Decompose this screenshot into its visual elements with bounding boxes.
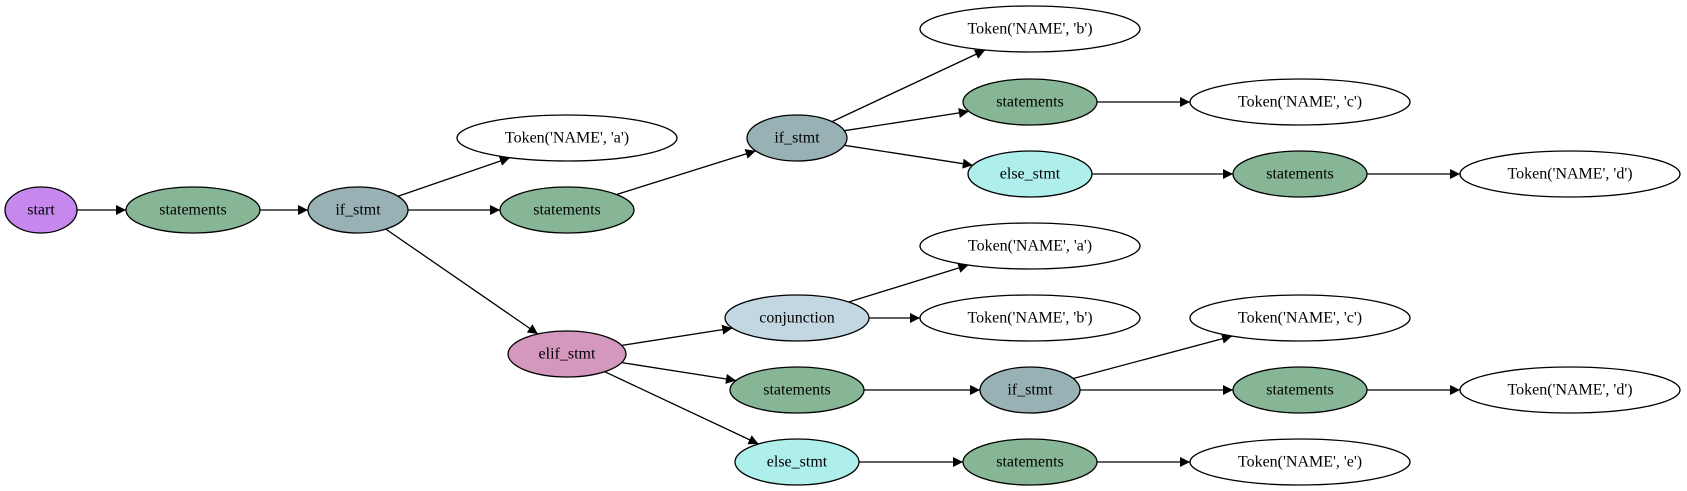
node-statements: statements xyxy=(125,186,261,234)
node-label: start xyxy=(27,202,55,219)
node-label: Token('NAME', 'b') xyxy=(967,310,1092,327)
node-token: Token('NAME', 'd') xyxy=(1459,366,1681,414)
node-ellipse xyxy=(125,186,261,234)
node-label: Token('NAME', 'a') xyxy=(968,238,1092,255)
node-token: Token('NAME', 'b') xyxy=(919,294,1141,342)
node-statements: statements xyxy=(1232,366,1368,414)
node-if-stmt: if_stmt xyxy=(307,186,409,234)
node-ellipse xyxy=(919,5,1141,53)
edge-n_conj-to-n_tok_a2 xyxy=(848,263,969,303)
edge-n_elif-to-n_stmts5 xyxy=(621,361,737,384)
node-ellipse xyxy=(1232,366,1368,414)
node-label: if_stmt xyxy=(774,130,820,147)
node-ellipse xyxy=(1459,150,1681,198)
edge-n_if2-to-n_tok_b1 xyxy=(831,49,986,123)
edge-n_if2-to-n_stmts3 xyxy=(844,107,969,132)
node-ellipse xyxy=(1459,366,1681,414)
node-ellipse xyxy=(507,330,627,378)
node-ellipse xyxy=(919,294,1141,342)
node-ellipse xyxy=(729,366,865,414)
node-label: statements xyxy=(996,454,1064,471)
edge-n_if2-to-n_else1 xyxy=(844,144,973,169)
node-ellipse xyxy=(967,150,1093,198)
node-token: Token('NAME', 'e') xyxy=(1189,438,1411,486)
node-label: Token('NAME', 'c') xyxy=(1238,94,1362,111)
edge-n_elif-to-n_else2 xyxy=(604,371,759,445)
node-ellipse xyxy=(456,114,678,162)
node-label: if_stmt xyxy=(335,202,381,219)
node-else-stmt: else_stmt xyxy=(734,438,860,486)
node-ellipse xyxy=(1232,150,1368,198)
node-label: else_stmt xyxy=(1000,166,1061,183)
node-statements: statements xyxy=(729,366,865,414)
node-statements: statements xyxy=(1232,150,1368,198)
node-ellipse xyxy=(979,366,1081,414)
node-label: Token('NAME', 'b') xyxy=(967,21,1092,38)
node-token: Token('NAME', 'a') xyxy=(456,114,678,162)
edge-n_elif-to-n_conj xyxy=(621,324,733,347)
node-label: Token('NAME', 'd') xyxy=(1507,166,1632,183)
node-ellipse xyxy=(746,114,848,162)
node-if-stmt: if_stmt xyxy=(979,366,1081,414)
node-token: Token('NAME', 'd') xyxy=(1459,150,1681,198)
node-statements: statements xyxy=(962,78,1098,126)
node-ellipse xyxy=(962,438,1098,486)
edge-n_if1-to-n_elif xyxy=(385,228,539,335)
node-label: conjunction xyxy=(759,310,835,327)
edge-n_if1-to-n_tok_a1 xyxy=(397,156,511,197)
node-label: Token('NAME', 'd') xyxy=(1507,382,1632,399)
node-token: Token('NAME', 'b') xyxy=(919,5,1141,53)
edges xyxy=(77,49,1460,467)
node-ellipse xyxy=(499,186,635,234)
node-label: statements xyxy=(763,382,831,399)
node-label: statements xyxy=(1266,382,1334,399)
node-conjunction: conjunction xyxy=(724,294,870,342)
node-label: else_stmt xyxy=(767,454,828,471)
node-label: Token('NAME', 'e') xyxy=(1238,454,1362,471)
node-token: Token('NAME', 'a') xyxy=(919,222,1141,270)
node-ellipse xyxy=(734,438,860,486)
node-label: statements xyxy=(159,202,227,219)
node-label: statements xyxy=(996,94,1064,111)
edge-n_stmts2-to-n_if2 xyxy=(616,149,756,196)
node-ellipse xyxy=(724,294,870,342)
edge-n_if3-to-n_tok_c2 xyxy=(1073,333,1233,380)
node-label: statements xyxy=(1266,166,1334,183)
node-statements: statements xyxy=(499,186,635,234)
node-statements: statements xyxy=(962,438,1098,486)
node-label: statements xyxy=(533,202,601,219)
node-if-stmt: if_stmt xyxy=(746,114,848,162)
node-label: Token('NAME', 'a') xyxy=(505,130,629,147)
node-elif-stmt: elif_stmt xyxy=(507,330,627,378)
node-label: Token('NAME', 'c') xyxy=(1238,310,1362,327)
node-else-stmt: else_stmt xyxy=(967,150,1093,198)
node-ellipse xyxy=(919,222,1141,270)
node-ellipse xyxy=(1189,78,1411,126)
node-ellipse xyxy=(1189,294,1411,342)
node-ellipse xyxy=(307,186,409,234)
node-label: elif_stmt xyxy=(539,346,596,363)
node-ellipse xyxy=(962,78,1098,126)
node-ellipse xyxy=(4,186,78,234)
node-token: Token('NAME', 'c') xyxy=(1189,294,1411,342)
node-token: Token('NAME', 'c') xyxy=(1189,78,1411,126)
node-ellipse xyxy=(1189,438,1411,486)
node-label: if_stmt xyxy=(1007,382,1053,399)
node-start: start xyxy=(4,186,78,234)
